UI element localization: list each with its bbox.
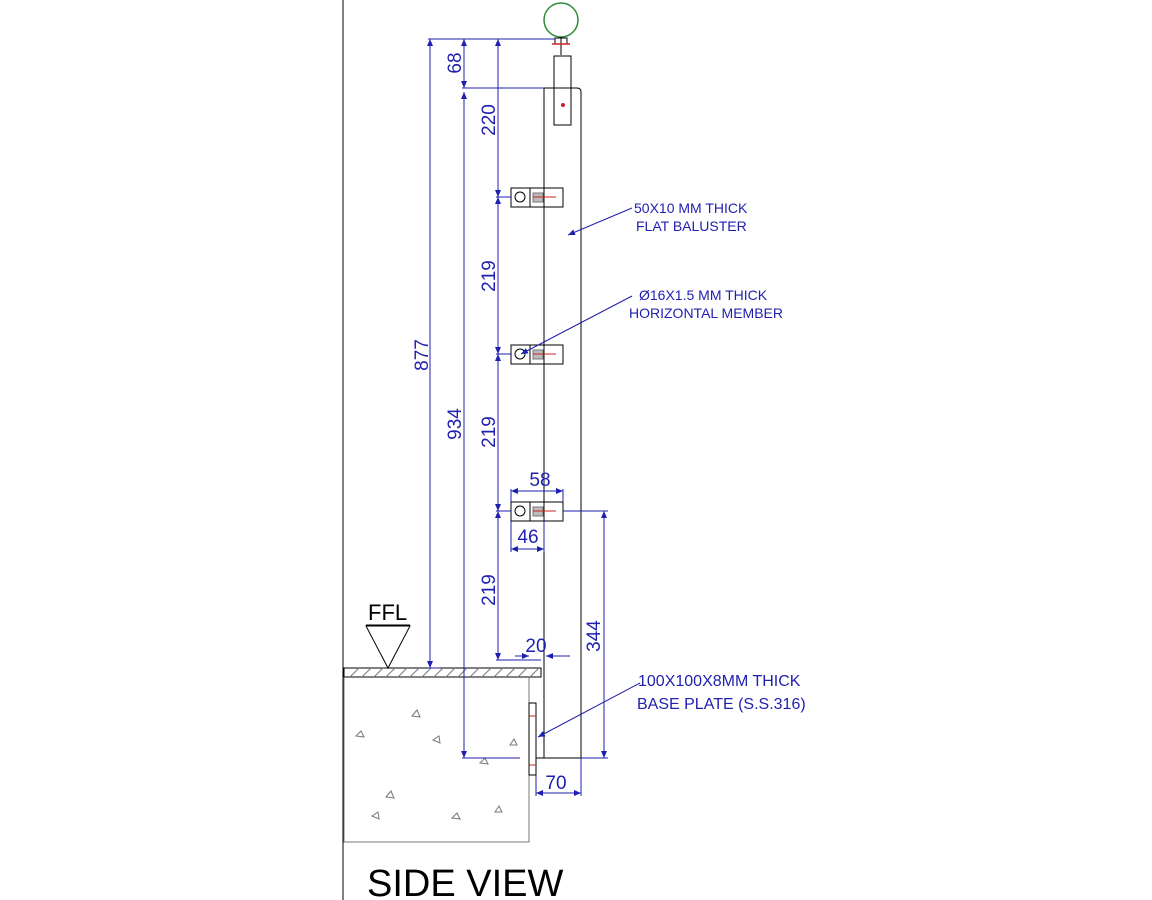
horizontal-member-2 <box>510 344 564 365</box>
dim-68: 68 <box>445 52 466 73</box>
dim-220: 220 <box>479 104 500 136</box>
handrail-tube <box>543 2 579 55</box>
dim-70: 70 <box>545 773 566 794</box>
dim-877: 877 <box>412 339 433 371</box>
baluster-callout-line2: FLAT BALUSTER <box>636 218 747 234</box>
bracket-bolt <box>561 103 565 107</box>
baluster-callout-line1: 50X10 MM THICK <box>634 200 748 216</box>
dim-219-top: 219 <box>479 260 500 292</box>
dim-46: 46 <box>517 527 538 548</box>
top-bracket <box>553 55 572 126</box>
dim-20: 20 <box>525 636 546 657</box>
baluster-leader <box>567 207 633 236</box>
horizontal-member-3 <box>510 501 564 522</box>
dim-219-bottom: 219 <box>479 574 500 606</box>
member-callout-line2: HORIZONTAL MEMBER <box>629 305 783 321</box>
dim-58: 58 <box>529 470 550 491</box>
base-plate <box>528 702 537 776</box>
plate-callout-line1: 100X100X8MM THICK <box>638 673 801 690</box>
dim-934: 934 <box>445 408 466 440</box>
plate-callout-line2: BASE PLATE (S.S.316) <box>637 696 806 713</box>
drawing-title: SIDE VIEW <box>367 863 563 900</box>
ffl-label: FFL <box>368 600 407 625</box>
concrete-slab <box>343 667 542 843</box>
ffl-marker <box>365 624 411 670</box>
member-leader <box>520 295 633 355</box>
member-callout-line1: Ø16X1.5 MM THICK <box>639 287 768 303</box>
plate-leader <box>537 682 641 738</box>
horizontal-member-1 <box>510 187 564 208</box>
dim-219-mid: 219 <box>479 416 500 448</box>
dim-344: 344 <box>584 620 605 652</box>
